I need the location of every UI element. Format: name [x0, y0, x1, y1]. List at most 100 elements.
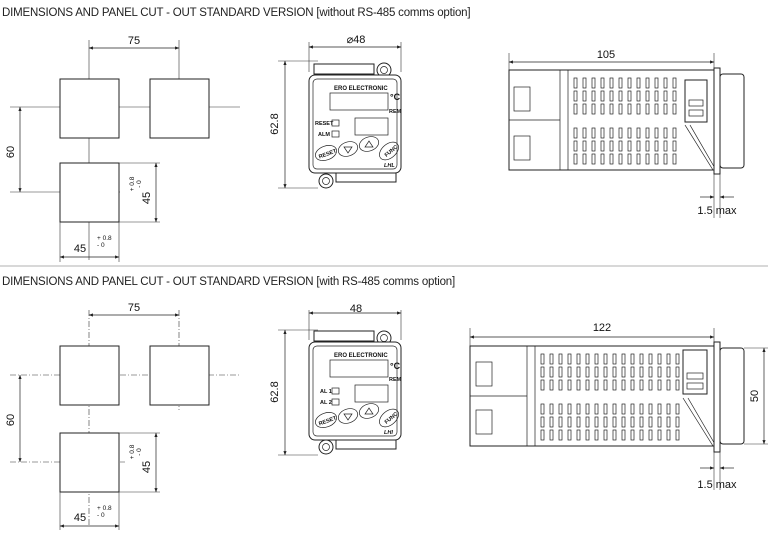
vent-slot	[645, 90, 650, 102]
vent-slot	[627, 140, 632, 152]
vent-slot	[672, 140, 677, 152]
tol-plus: + 0.8	[129, 444, 136, 459]
vent-slot	[621, 403, 626, 415]
down-arrow-icon	[343, 146, 353, 154]
vent-slot	[609, 103, 614, 115]
vent-slot	[672, 153, 677, 165]
vent-slot	[654, 153, 659, 165]
vent-slot	[567, 353, 572, 365]
tol-plus: + 0.8	[129, 176, 136, 191]
vent-slot	[630, 353, 635, 365]
vent-slot	[594, 403, 599, 415]
vent-slot	[657, 416, 662, 428]
vent-slot	[627, 90, 632, 102]
vent-slot	[636, 77, 641, 89]
dim-front-width: 48	[350, 303, 362, 315]
vent-slot	[657, 429, 662, 441]
vent-slot	[585, 379, 590, 391]
vent-slot	[627, 77, 632, 89]
vent-slot	[582, 153, 587, 165]
vent-slot	[675, 403, 680, 415]
side-bracket-detail	[686, 372, 704, 380]
vent-slot	[603, 429, 608, 441]
latch-ring	[318, 439, 334, 455]
vent-slot	[663, 90, 668, 102]
vent-slot	[576, 366, 581, 378]
vent-slot	[585, 366, 590, 378]
vent-slot	[618, 77, 623, 89]
vent-slot	[648, 379, 653, 391]
panel-cutout-drawing: 75 60 45 + 0.8 - 0 45 + 0.8 - 0	[5, 35, 240, 262]
vent-slot	[600, 127, 605, 139]
vent-slot	[618, 103, 623, 115]
vent-slot	[627, 153, 632, 165]
vent-slot	[594, 429, 599, 441]
vent-slot	[600, 90, 605, 102]
vent-slot	[558, 416, 563, 428]
led-label: RESET	[315, 121, 334, 127]
cutout-hole	[59, 78, 120, 139]
vent-slot	[609, 153, 614, 165]
vent-slot	[612, 353, 617, 365]
vent-slot	[612, 366, 617, 378]
vent-slot	[582, 140, 587, 152]
side-view-drawing: 105 1.5 max	[508, 49, 745, 218]
dim-spacing-v: 60	[5, 146, 17, 158]
front-panel	[312, 345, 398, 437]
vent-slot	[591, 140, 596, 152]
dim-side-depth: 105	[597, 49, 615, 61]
tol-minus: - 0	[136, 180, 143, 188]
vent-slot	[558, 353, 563, 365]
vent-slot	[594, 379, 599, 391]
led-indicator	[331, 119, 340, 127]
vent-slot	[594, 366, 599, 378]
model-label: LHI	[384, 430, 393, 436]
vent-slot	[549, 379, 554, 391]
vent-slot	[540, 353, 545, 365]
side-strut	[684, 124, 714, 171]
cutout-hole	[59, 162, 120, 223]
vent-slot	[645, 127, 650, 139]
vent-slot	[654, 103, 659, 115]
display-upper	[329, 359, 389, 378]
side-strut	[689, 124, 717, 171]
vent-slot	[666, 416, 671, 428]
down-arrow-icon	[343, 413, 353, 421]
section-title: DIMENSIONS AND PANEL CUT - OUT STANDARD …	[2, 276, 455, 288]
side-clip	[475, 409, 493, 435]
vent-slot	[600, 153, 605, 165]
vent-slot	[540, 416, 545, 428]
vent-slot	[663, 153, 668, 165]
vent-slot	[639, 416, 644, 428]
vent-slot	[639, 366, 644, 378]
rem-label: REM	[389, 109, 402, 115]
led-label: AL 2	[320, 400, 332, 406]
vent-slot	[618, 90, 623, 102]
vent-slot	[603, 403, 608, 415]
latch-ring	[318, 173, 334, 189]
vent-slot	[585, 416, 590, 428]
vent-slot	[558, 379, 563, 391]
vent-slot	[585, 429, 590, 441]
model-label: LHL	[384, 163, 395, 169]
vent-slot	[582, 90, 587, 102]
vent-slot	[609, 127, 614, 139]
front-panel	[312, 78, 398, 170]
vent-slot	[582, 127, 587, 139]
dim-side-depth: 122	[593, 322, 611, 334]
vent-slot	[666, 379, 671, 391]
display-lower	[354, 117, 389, 136]
vent-slot	[630, 403, 635, 415]
dim-hole-w: 45	[74, 512, 86, 524]
section-standard: DIMENSIONS AND PANEL CUT - OUT STANDARD …	[2, 7, 745, 262]
vent-slot	[639, 429, 644, 441]
vent-slot	[600, 77, 605, 89]
vent-slot	[618, 153, 623, 165]
vent-slot	[636, 103, 641, 115]
cutout-hole	[149, 345, 210, 406]
vent-slot	[600, 140, 605, 152]
vent-slot	[675, 429, 680, 441]
vent-slot	[657, 366, 662, 378]
vent-slot	[618, 140, 623, 152]
vent-slot	[648, 429, 653, 441]
